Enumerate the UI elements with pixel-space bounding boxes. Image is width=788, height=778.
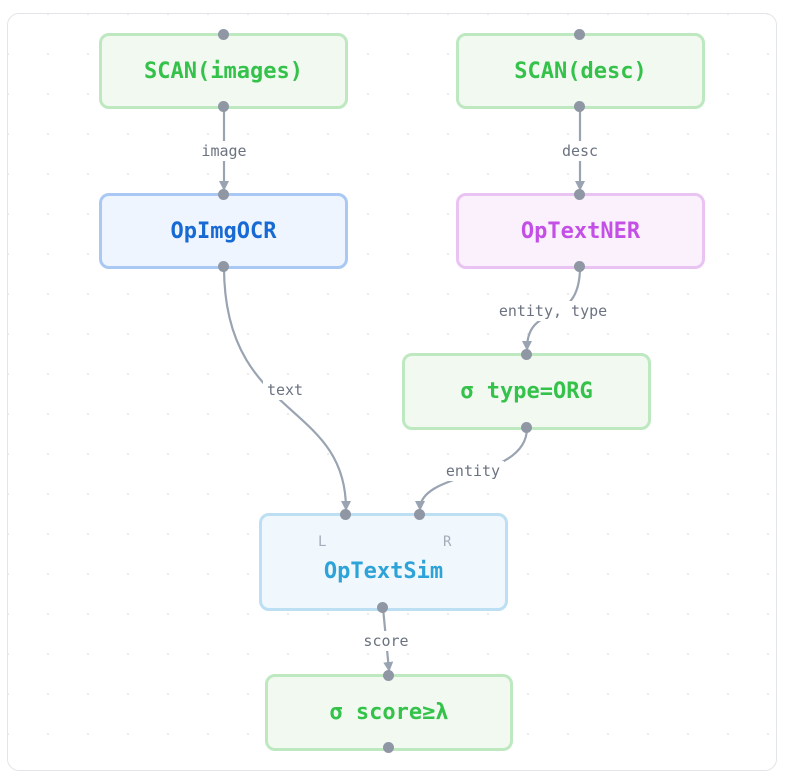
port-sim-right-in[interactable] — [414, 509, 425, 520]
node-filter-type[interactable]: σ type=ORG — [402, 353, 651, 430]
node-filter-score[interactable]: σ score≥λ — [265, 674, 513, 751]
edge-label-entity: entity — [441, 461, 505, 481]
edge-text — [222, 266, 351, 511]
port-filter-type-in[interactable] — [521, 349, 532, 360]
port-filter-type-out[interactable] — [521, 422, 532, 433]
edge-label-entity-type: entity, type — [494, 301, 612, 321]
node-op-img-ocr-label: OpImgOCR — [170, 218, 277, 244]
edge-label-desc: desc — [557, 141, 603, 161]
node-op-text-ner-label: OpTextNER — [520, 218, 641, 244]
node-filter-type-label: σ type=ORG — [460, 379, 593, 404]
node-op-text-sim-label: OpTextSim — [323, 558, 444, 584]
port-ner-in[interactable] — [574, 189, 585, 200]
edge-label-image: image — [197, 141, 251, 161]
port-scan-desc-out[interactable] — [574, 101, 585, 112]
node-scan-images-label: SCAN(images) — [144, 58, 303, 84]
port-ocr-in[interactable] — [218, 189, 229, 200]
edge-label-text: text — [262, 380, 308, 400]
left-port-label: L — [318, 534, 327, 550]
edge-label-score: score — [359, 631, 413, 651]
port-scan-desc-in[interactable] — [574, 29, 585, 40]
node-scan-desc[interactable]: SCAN(desc) — [456, 33, 705, 109]
node-scan-desc-label: SCAN(desc) — [514, 58, 647, 84]
right-port-label: R — [443, 534, 452, 550]
port-sim-left-in[interactable] — [340, 509, 351, 520]
node-op-text-sim[interactable]: L R OpTextSim — [259, 513, 508, 611]
port-filter-score-out[interactable] — [383, 742, 394, 753]
port-filter-score-in[interactable] — [383, 670, 394, 681]
port-scan-images-out[interactable] — [218, 101, 229, 112]
port-ner-out[interactable] — [574, 261, 585, 272]
port-scan-images-in[interactable] — [218, 29, 229, 40]
node-op-img-ocr[interactable]: OpImgOCR — [99, 193, 348, 269]
node-filter-score-label: σ score≥λ — [329, 700, 449, 725]
node-op-text-ner[interactable]: OpTextNER — [456, 193, 705, 269]
port-ocr-out[interactable] — [218, 261, 229, 272]
node-scan-images[interactable]: SCAN(images) — [99, 33, 348, 109]
port-sim-out[interactable] — [377, 602, 388, 613]
